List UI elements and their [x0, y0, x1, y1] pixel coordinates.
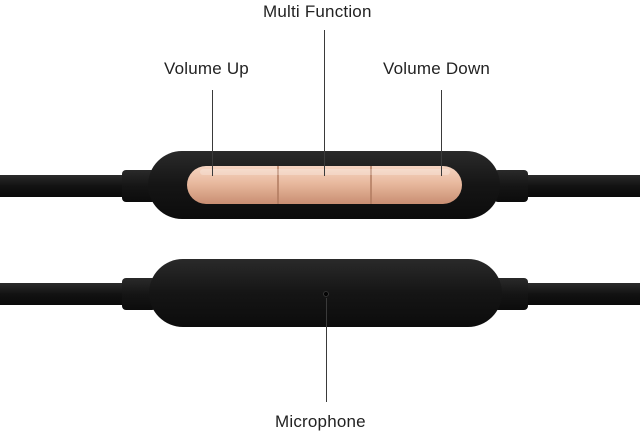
- button-strip: [187, 166, 462, 204]
- top-right-strain-relief: [494, 170, 528, 202]
- volume-down-leader-line: [441, 90, 442, 176]
- microphone-label: Microphone: [275, 412, 366, 431]
- button-strip-highlight: [200, 169, 450, 175]
- microphone-leader-line: [326, 298, 327, 402]
- multi-function-label: Multi Function: [263, 2, 372, 21]
- bottom-left-strain-relief: [122, 278, 156, 310]
- multi-function-leader-line: [324, 30, 325, 176]
- volume-down-label: Volume Down: [383, 59, 491, 78]
- top-left-strain-relief: [122, 170, 156, 202]
- volume-up-leader-line: [212, 90, 213, 176]
- microphone-hole: [323, 291, 329, 297]
- bottom-right-strain-relief: [494, 278, 528, 310]
- volume-up-label: Volume Up: [164, 59, 249, 78]
